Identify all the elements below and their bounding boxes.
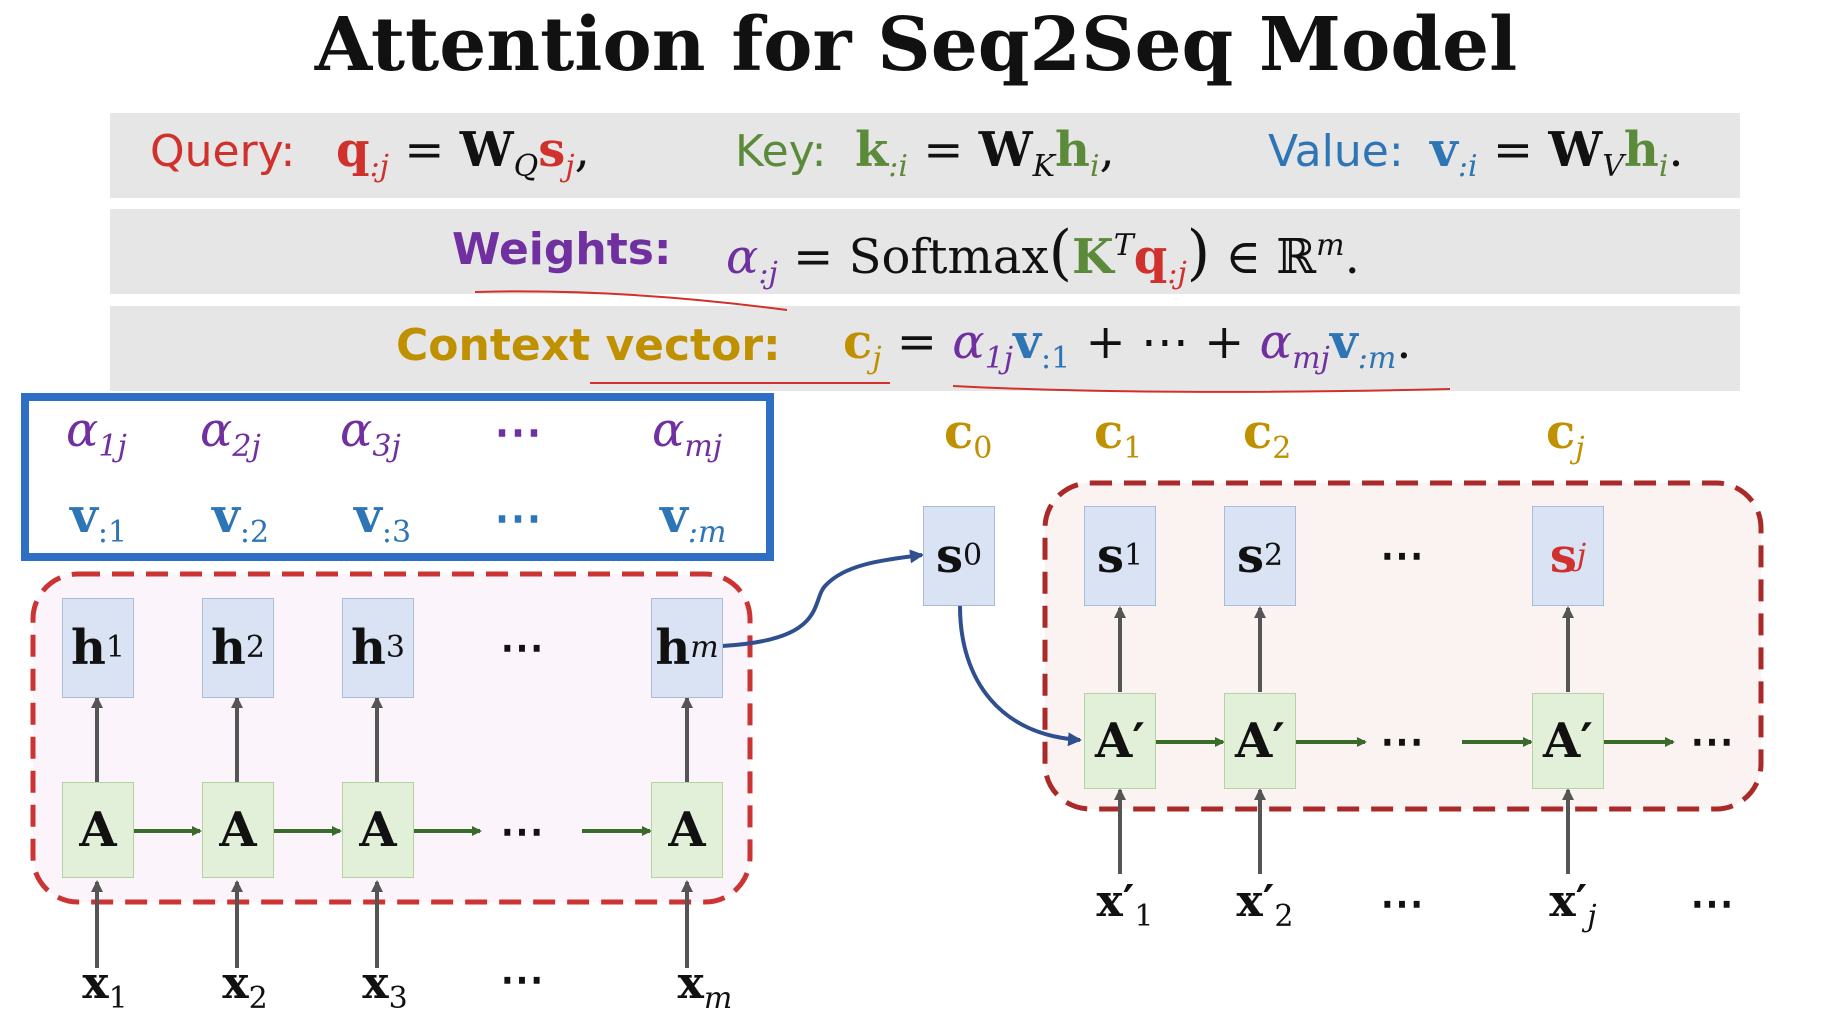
c-label-2: c2: [1243, 404, 1292, 466]
x-prime-label-j: x′j: [1549, 876, 1597, 934]
weights-formula: α:j = Softmax(KTq:j) ∈ ℝm.: [726, 218, 1360, 291]
a-prime-box-j: A′: [1532, 693, 1604, 789]
value-3: v:3: [354, 488, 412, 550]
x-dots: ⋯: [500, 954, 544, 1005]
hm-to-s0-arrow: [721, 549, 924, 648]
value-m: v:m: [660, 488, 727, 550]
reals-symbol: ℝ: [1276, 229, 1317, 285]
formula-bar-context: [110, 306, 1740, 391]
key-label: Key:: [735, 126, 827, 177]
a-box-2: A: [202, 782, 274, 878]
context-label: Context vector:: [396, 320, 781, 371]
context-formula: cj = α1jv:1 + ⋯ + αmjv:m.: [843, 314, 1412, 376]
a-prime-box-1: A′: [1084, 693, 1156, 789]
a-box-3: A: [342, 782, 414, 878]
alpha-1: α1j: [66, 402, 127, 464]
x-prime-label-2: x′2: [1236, 876, 1294, 934]
alpha-m: αmj: [652, 402, 723, 464]
alpha-3: α3j: [340, 402, 401, 464]
x-prime-trailing-dots: ⋯: [1690, 878, 1734, 929]
a-prime-trailing-dots: ⋯: [1690, 716, 1734, 767]
x-label-2: x2: [222, 958, 268, 1016]
a-box-1: A: [62, 782, 134, 878]
c-label-1: c1: [1094, 404, 1143, 466]
alpha-2: α2j: [200, 402, 261, 464]
x-prime-dots: ⋯: [1380, 878, 1424, 929]
c-label-j: cj: [1546, 404, 1585, 466]
a-prime-dots: ⋯: [1380, 716, 1424, 767]
weights-values-box: [21, 393, 774, 561]
s0-to-decoder-arrow: [958, 605, 1082, 747]
formula-bar-weights: [110, 209, 1740, 294]
slide-title: Attention for Seq2Seq Model: [314, 2, 1518, 88]
a-dots: ⋯: [500, 806, 544, 857]
formula-bar-qkv: [110, 113, 1740, 198]
x-label-m: xm: [677, 958, 733, 1016]
x-prime-label-1: x′1: [1096, 876, 1154, 934]
softmax-text: Softmax: [848, 229, 1049, 285]
key-formula: k:i = WKhi,: [855, 122, 1115, 184]
value-label: Value:: [1268, 126, 1404, 177]
a-prime-box-2: A′: [1224, 693, 1296, 789]
query-formula: q:j = WQsj,: [336, 122, 590, 184]
x-label-1: x1: [82, 958, 128, 1016]
query-label: Query:: [150, 126, 296, 177]
weights-label: Weights:: [452, 224, 672, 275]
value-formula: v:i = WVhi.: [1430, 122, 1684, 184]
value-2: v:2: [212, 488, 270, 550]
weights-underline: [474, 290, 788, 311]
x-label-3: x3: [362, 958, 408, 1016]
h-dots: ⋯: [500, 622, 544, 673]
alpha-dots: ⋯: [494, 404, 542, 460]
s-dots: ⋯: [1380, 530, 1424, 581]
value-dots: ⋯: [494, 490, 542, 546]
c-label-0: c0: [944, 404, 993, 466]
a-box-m: A: [651, 782, 723, 878]
context-formula-underline: [952, 385, 1451, 393]
value-1: v:1: [70, 488, 128, 550]
